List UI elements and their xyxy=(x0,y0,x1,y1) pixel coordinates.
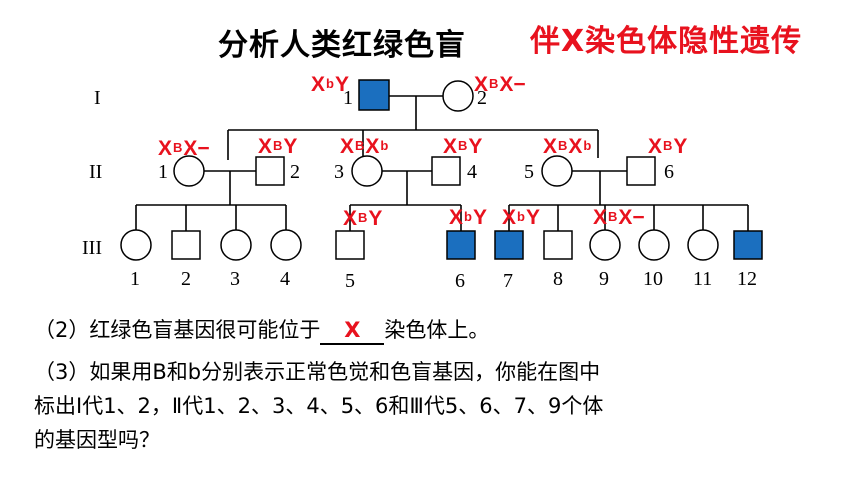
individual-III6-affected-male xyxy=(446,230,476,260)
individual-III11-female xyxy=(687,229,719,261)
number-III5: 5 xyxy=(345,270,355,292)
question-3-line-3: 的基因型吗？ xyxy=(34,428,160,452)
number-II3: 3 xyxy=(334,161,344,183)
individual-III9-female xyxy=(589,229,621,261)
individual-II6-male xyxy=(626,156,656,186)
number-III10: 10 xyxy=(643,268,663,290)
number-II4: 4 xyxy=(467,161,477,183)
question-3-line-2: 标出Ⅰ代1、2，Ⅱ代1、2、3、4、5、6和Ⅲ代5、6、7、9个体 xyxy=(34,394,604,418)
number-III12: 12 xyxy=(737,268,757,290)
individual-III12-affected-male xyxy=(733,230,763,260)
individual-I1-affected-male xyxy=(358,79,390,111)
generation-label-II: II xyxy=(89,161,103,183)
genotype-II6: XBY xyxy=(648,135,688,158)
individual-II5-female xyxy=(541,155,573,187)
individual-III2-male xyxy=(171,230,201,260)
individual-III3-female xyxy=(220,229,252,261)
individual-III7-affected-male xyxy=(494,230,524,260)
individual-II4-male xyxy=(431,156,461,186)
number-III3: 3 xyxy=(230,268,240,290)
number-III8: 8 xyxy=(553,268,563,290)
question-2-suffix: 染色体上。 xyxy=(384,318,490,342)
number-II2: 2 xyxy=(290,161,300,183)
number-III7: 7 xyxy=(503,270,513,292)
generation-label-I: I xyxy=(94,87,101,109)
genotype-II5: XBXb xyxy=(543,135,592,158)
drop-lines-III xyxy=(135,205,749,231)
number-I2: 2 xyxy=(477,87,487,109)
individual-III5-male xyxy=(335,230,365,260)
number-III4: 4 xyxy=(280,268,290,290)
genotype-III6: XbY xyxy=(449,206,487,229)
individual-III4-female xyxy=(270,229,302,261)
individual-II2-male xyxy=(255,156,285,186)
genotype-II2: XBY xyxy=(258,135,298,158)
number-III6: 6 xyxy=(455,270,465,292)
genotype-III7: XbY xyxy=(502,206,540,229)
number-III9: 9 xyxy=(599,268,609,290)
number-I1: 1 xyxy=(343,87,353,109)
number-II5: 5 xyxy=(524,161,534,183)
number-III2: 2 xyxy=(181,268,191,290)
number-III11: 11 xyxy=(693,268,713,290)
individual-II1-female xyxy=(173,155,205,187)
genotype-III5: XBY xyxy=(343,207,383,230)
individual-II3-female xyxy=(351,155,383,187)
genotype-II1: XBX− xyxy=(158,137,210,160)
individual-I2-female xyxy=(442,80,474,112)
number-III1: 1 xyxy=(130,268,140,290)
number-II6: 6 xyxy=(664,161,674,183)
genotype-I2: XBX− xyxy=(474,73,526,96)
genotype-I1: XbY xyxy=(311,73,349,96)
page-subtitle: 伴X染色体隐性遗传 xyxy=(530,24,803,59)
question-2-prefix: （2）红绿色盲基因很可能位于 xyxy=(34,318,321,342)
individual-III10-female xyxy=(638,229,670,261)
genotype-II4: XBY xyxy=(443,135,483,158)
genotype-III9: XBX− xyxy=(593,206,645,229)
generation-label-III: III xyxy=(82,237,102,259)
page-title: 分析人类红绿色盲 xyxy=(218,28,466,63)
individual-III8-male xyxy=(543,230,573,260)
answer-blank: X xyxy=(320,317,385,345)
individual-III1-female xyxy=(120,229,152,261)
number-II1: 1 xyxy=(158,161,168,183)
genotype-II3: XBXb xyxy=(340,135,389,158)
question-3-line-1: （3）如果用B和b分别表示正常色觉和色盲基因，你能在图中 xyxy=(34,360,601,384)
